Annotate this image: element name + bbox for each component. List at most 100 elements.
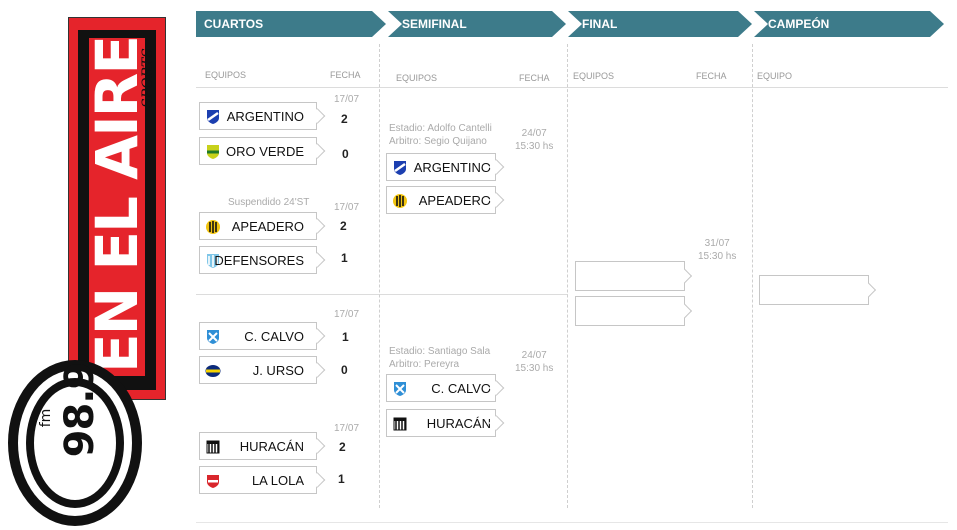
- qf4-home-team[interactable]: HURACÁN: [199, 432, 326, 460]
- logo-band: fm: [38, 408, 54, 428]
- sf1-time: 15:30 hs: [515, 141, 554, 152]
- connector-arrow: [309, 472, 326, 488]
- header-semis-notch: [388, 11, 402, 37]
- huracan-crest-icon: [393, 417, 407, 431]
- sf2-venue: Estadio: Santiago Sala Arbitro: Pereyra: [389, 345, 490, 371]
- connector-arrow: [309, 438, 326, 454]
- quarters-teams-label: EQUIPOS: [205, 70, 247, 80]
- c-calvo-crest-icon: [394, 382, 406, 396]
- team-name: C. CALVO: [244, 328, 304, 344]
- champion-team-label: EQUIPO: [757, 71, 793, 81]
- header-divider: [196, 87, 948, 88]
- connector-arrow: [861, 282, 877, 298]
- final-date-label: FECHA: [696, 71, 727, 81]
- team-name: APEADERO: [418, 192, 491, 208]
- qf2-away-team[interactable]: DEFENSORES: [199, 246, 326, 274]
- quarters-date-label: FECHA: [330, 70, 361, 80]
- sf1-venue: Estadio: Adolfo Cantelli Arbitro: Segio …: [389, 122, 492, 148]
- qf3-away-team[interactable]: J. URSO: [199, 356, 326, 384]
- qf4-date: 17/07: [334, 423, 360, 434]
- qf2-home-team[interactable]: APEADERO: [199, 212, 326, 240]
- team-name: J. URSO: [252, 362, 304, 378]
- sf1-stadium: Estadio: Adolfo Cantelli: [389, 123, 492, 134]
- sf2-datetime: 24/07 15:30 hs: [515, 349, 553, 375]
- qf1-date: 17/07: [334, 94, 360, 105]
- qf3-home-score: 1: [342, 330, 349, 344]
- connector-arrow: [309, 328, 326, 344]
- logo-frequency: 98.9: [57, 362, 103, 458]
- oro-verde-crest-icon: [207, 145, 219, 159]
- team-name: ORO VERDE: [225, 143, 304, 159]
- final-date: 31/07: [704, 238, 730, 249]
- sf2-home-team[interactable]: C. CALVO: [386, 374, 505, 402]
- connector-arrow: [488, 159, 505, 175]
- final-home-slot[interactable]: [575, 261, 693, 291]
- qf1-away-team[interactable]: ORO VERDE: [199, 137, 326, 165]
- bracket-middle-divider: [196, 294, 568, 295]
- header-final-notch: [568, 11, 582, 37]
- header-semis-arrow: [552, 11, 566, 37]
- qf3-home-team[interactable]: C. CALVO: [199, 322, 326, 350]
- la-lola-crest-icon: [207, 475, 219, 488]
- team-name: HURACÁN: [426, 415, 491, 431]
- header-champion-notch: [754, 11, 768, 37]
- header-quarters-arrow: [372, 11, 386, 37]
- team-name: ARGENTINO: [226, 108, 304, 124]
- logo-red-inner: [89, 38, 145, 376]
- bracket-bottom-divider: [196, 522, 948, 523]
- sf2-stadium: Estadio: Santiago Sala: [389, 346, 491, 357]
- team-name: APEADERO: [231, 218, 304, 234]
- header-final: FINAL: [568, 11, 738, 37]
- champion-slot[interactable]: [759, 275, 877, 305]
- sf1-referee: Arbitro: Segio Quijano: [389, 136, 487, 147]
- huracan-crest-icon: [206, 440, 220, 454]
- qf2-date: 17/07: [334, 202, 360, 213]
- sf1-datetime: 24/07 15:30 hs: [515, 127, 553, 153]
- defensores-crest-icon: [207, 254, 219, 268]
- qf1-home-team[interactable]: ARGENTINO: [199, 102, 326, 130]
- qf1-home-score: 2: [341, 112, 348, 126]
- sf2-time: 15:30 hs: [515, 363, 554, 374]
- qf4-away-team[interactable]: LA LOLA: [199, 466, 326, 494]
- apeadero-crest-icon: [206, 220, 220, 234]
- sf2-referee: Arbitro: Pereyra: [389, 359, 460, 370]
- connector-arrow: [309, 362, 326, 378]
- final-time: 15:30 hs: [698, 251, 737, 262]
- qf2-away-score: 1: [341, 251, 348, 265]
- connector-arrow: [488, 380, 505, 396]
- connector-arrow: [309, 143, 326, 159]
- qf2-note: Suspendido 24'ST: [228, 197, 310, 208]
- team-name: C. CALVO: [431, 380, 491, 396]
- header-champion-arrow: [930, 11, 944, 37]
- header-final-arrow: [738, 11, 752, 37]
- argentino-crest-icon: [394, 161, 406, 175]
- sf2-date: 24/07: [521, 350, 547, 361]
- sf1-away-team[interactable]: APEADERO: [386, 186, 505, 214]
- final-away-slot[interactable]: [575, 296, 693, 326]
- sf1-home-team[interactable]: ARGENTINO: [386, 153, 505, 181]
- qf4-away-score: 1: [338, 472, 345, 486]
- final-datetime: 31/07 15:30 hs: [698, 237, 736, 263]
- header-quarters: CUARTOS: [196, 11, 372, 37]
- team-name: ARGENTINO: [413, 159, 491, 175]
- logo-tagline: SPORTS: [140, 48, 156, 108]
- qf3-away-score: 0: [341, 363, 348, 377]
- team-name: HURACÁN: [239, 438, 304, 454]
- qf4-home-score: 2: [339, 440, 346, 454]
- team-name: LA LOLA: [251, 472, 304, 488]
- sf2-away-team[interactable]: HURACÁN: [386, 409, 505, 437]
- sf1-date: 24/07: [521, 128, 547, 139]
- qf1-away-score: 0: [342, 147, 349, 161]
- connector-arrow: [309, 108, 326, 124]
- divider-3: [752, 44, 753, 508]
- semis-date-label: FECHA: [519, 73, 550, 83]
- c-calvo-crest-icon: [207, 330, 219, 344]
- header-champion: CAMPEÓN: [754, 11, 930, 37]
- divider-1: [379, 44, 380, 508]
- connector-arrow: [488, 192, 505, 208]
- header-semis: SEMIFINAL: [388, 11, 552, 37]
- team-name: DEFENSORES: [214, 252, 304, 268]
- argentino-crest-icon: [207, 110, 219, 124]
- connector-arrow: [309, 218, 326, 234]
- final-teams-label: EQUIPOS: [573, 71, 615, 81]
